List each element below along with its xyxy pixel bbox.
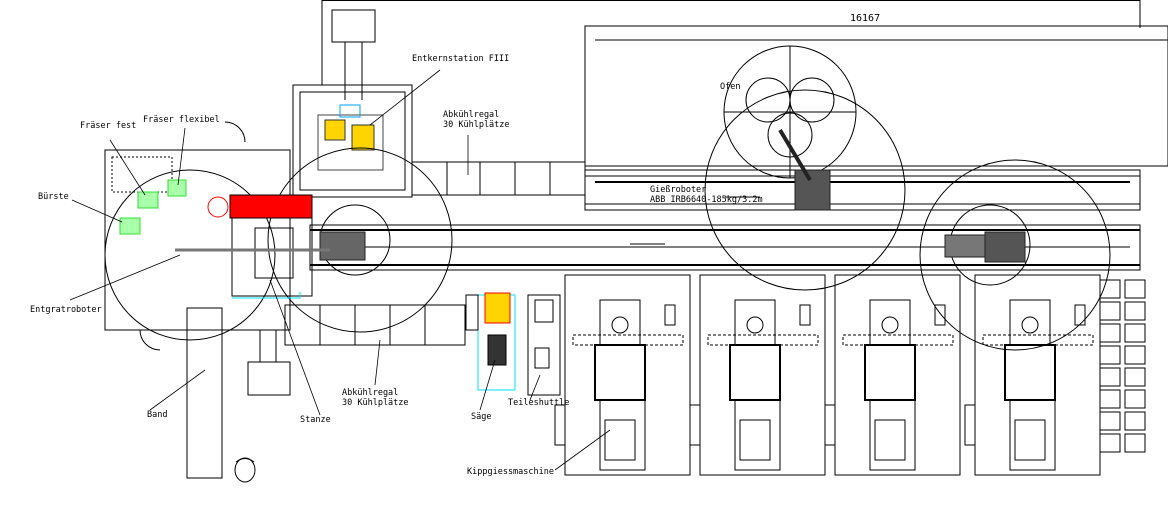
kippgiessmaschine-unit (689, 274, 826, 476)
label-entkernstation: Entkernstation FIII (412, 54, 510, 64)
shelf-slot (1099, 389, 1121, 409)
entkernstation (292, 9, 413, 198)
shelf-slot (1124, 345, 1146, 365)
shelves-right (1099, 279, 1146, 453)
label-teileshuttle: Teileshuttle (508, 398, 570, 408)
label-fraeser-flexibel: Fräser flexibel (143, 115, 220, 125)
shelf-slot (1124, 433, 1146, 453)
shelf-slot (1099, 323, 1121, 343)
shelf-slot (1099, 345, 1121, 365)
label-ofen: Ofen (720, 82, 741, 92)
label-giessroboter-1: Gießroboter (650, 185, 707, 195)
label-giessroboter-2: ABB IRB6640-185kg/3.2m (650, 195, 763, 205)
band (186, 307, 291, 479)
leader-lines (69, 69, 611, 471)
label-abkuehlregal-bottom-1: Abkühlregal (342, 388, 399, 398)
kippgiessmaschine-unit (964, 274, 1101, 476)
saege (465, 292, 516, 391)
shelf-slot (1124, 301, 1146, 321)
kippgiessmaschine-unit (824, 274, 961, 476)
shelf-slot (1124, 389, 1146, 409)
shelf-slot (1124, 279, 1146, 299)
label-buerste: Bürste (38, 192, 69, 202)
abkuehlregal-bottom (284, 304, 466, 346)
kippgiessmaschine-unit (554, 274, 691, 476)
label-saege: Säge (471, 412, 492, 422)
shelf-slot (1099, 367, 1121, 387)
label-abkuehlregal-bottom-2: 30 Kühlplätze (342, 398, 409, 408)
shelf-slot (1099, 301, 1121, 321)
shelf-slot (1124, 323, 1146, 343)
shelf-slot (1124, 411, 1146, 431)
label-abkuehlregal-top-2: 30 Kühlplätze (443, 120, 510, 130)
building-outline (321, 0, 1168, 167)
label-stanze: Stanze (300, 415, 331, 425)
shelf-slot (1124, 367, 1146, 387)
ofen (723, 45, 857, 179)
label-fraeser-fest: Fräser fest (80, 121, 137, 131)
shelf-slot (1099, 279, 1121, 299)
giessroboter (319, 128, 1026, 263)
dimension-label: 16167 (850, 13, 881, 24)
shelf-slot (1099, 433, 1121, 453)
abkuehlregal-top (411, 161, 586, 196)
shelf-slot (1099, 411, 1121, 431)
label-entgratroboter: Entgratroboter (30, 305, 102, 315)
operator-symbol (234, 457, 256, 483)
label-kippgiessmaschine: Kippgiessmaschine (467, 467, 554, 477)
entgrat-cell (104, 121, 330, 351)
label-band: Band (147, 410, 168, 420)
label-abkuehlregal-top-1: Abkühlregal (443, 110, 500, 120)
teileshuttle (527, 294, 561, 396)
kippgiessmaschinen (554, 274, 1101, 476)
robot-reach-circles (104, 89, 1111, 351)
